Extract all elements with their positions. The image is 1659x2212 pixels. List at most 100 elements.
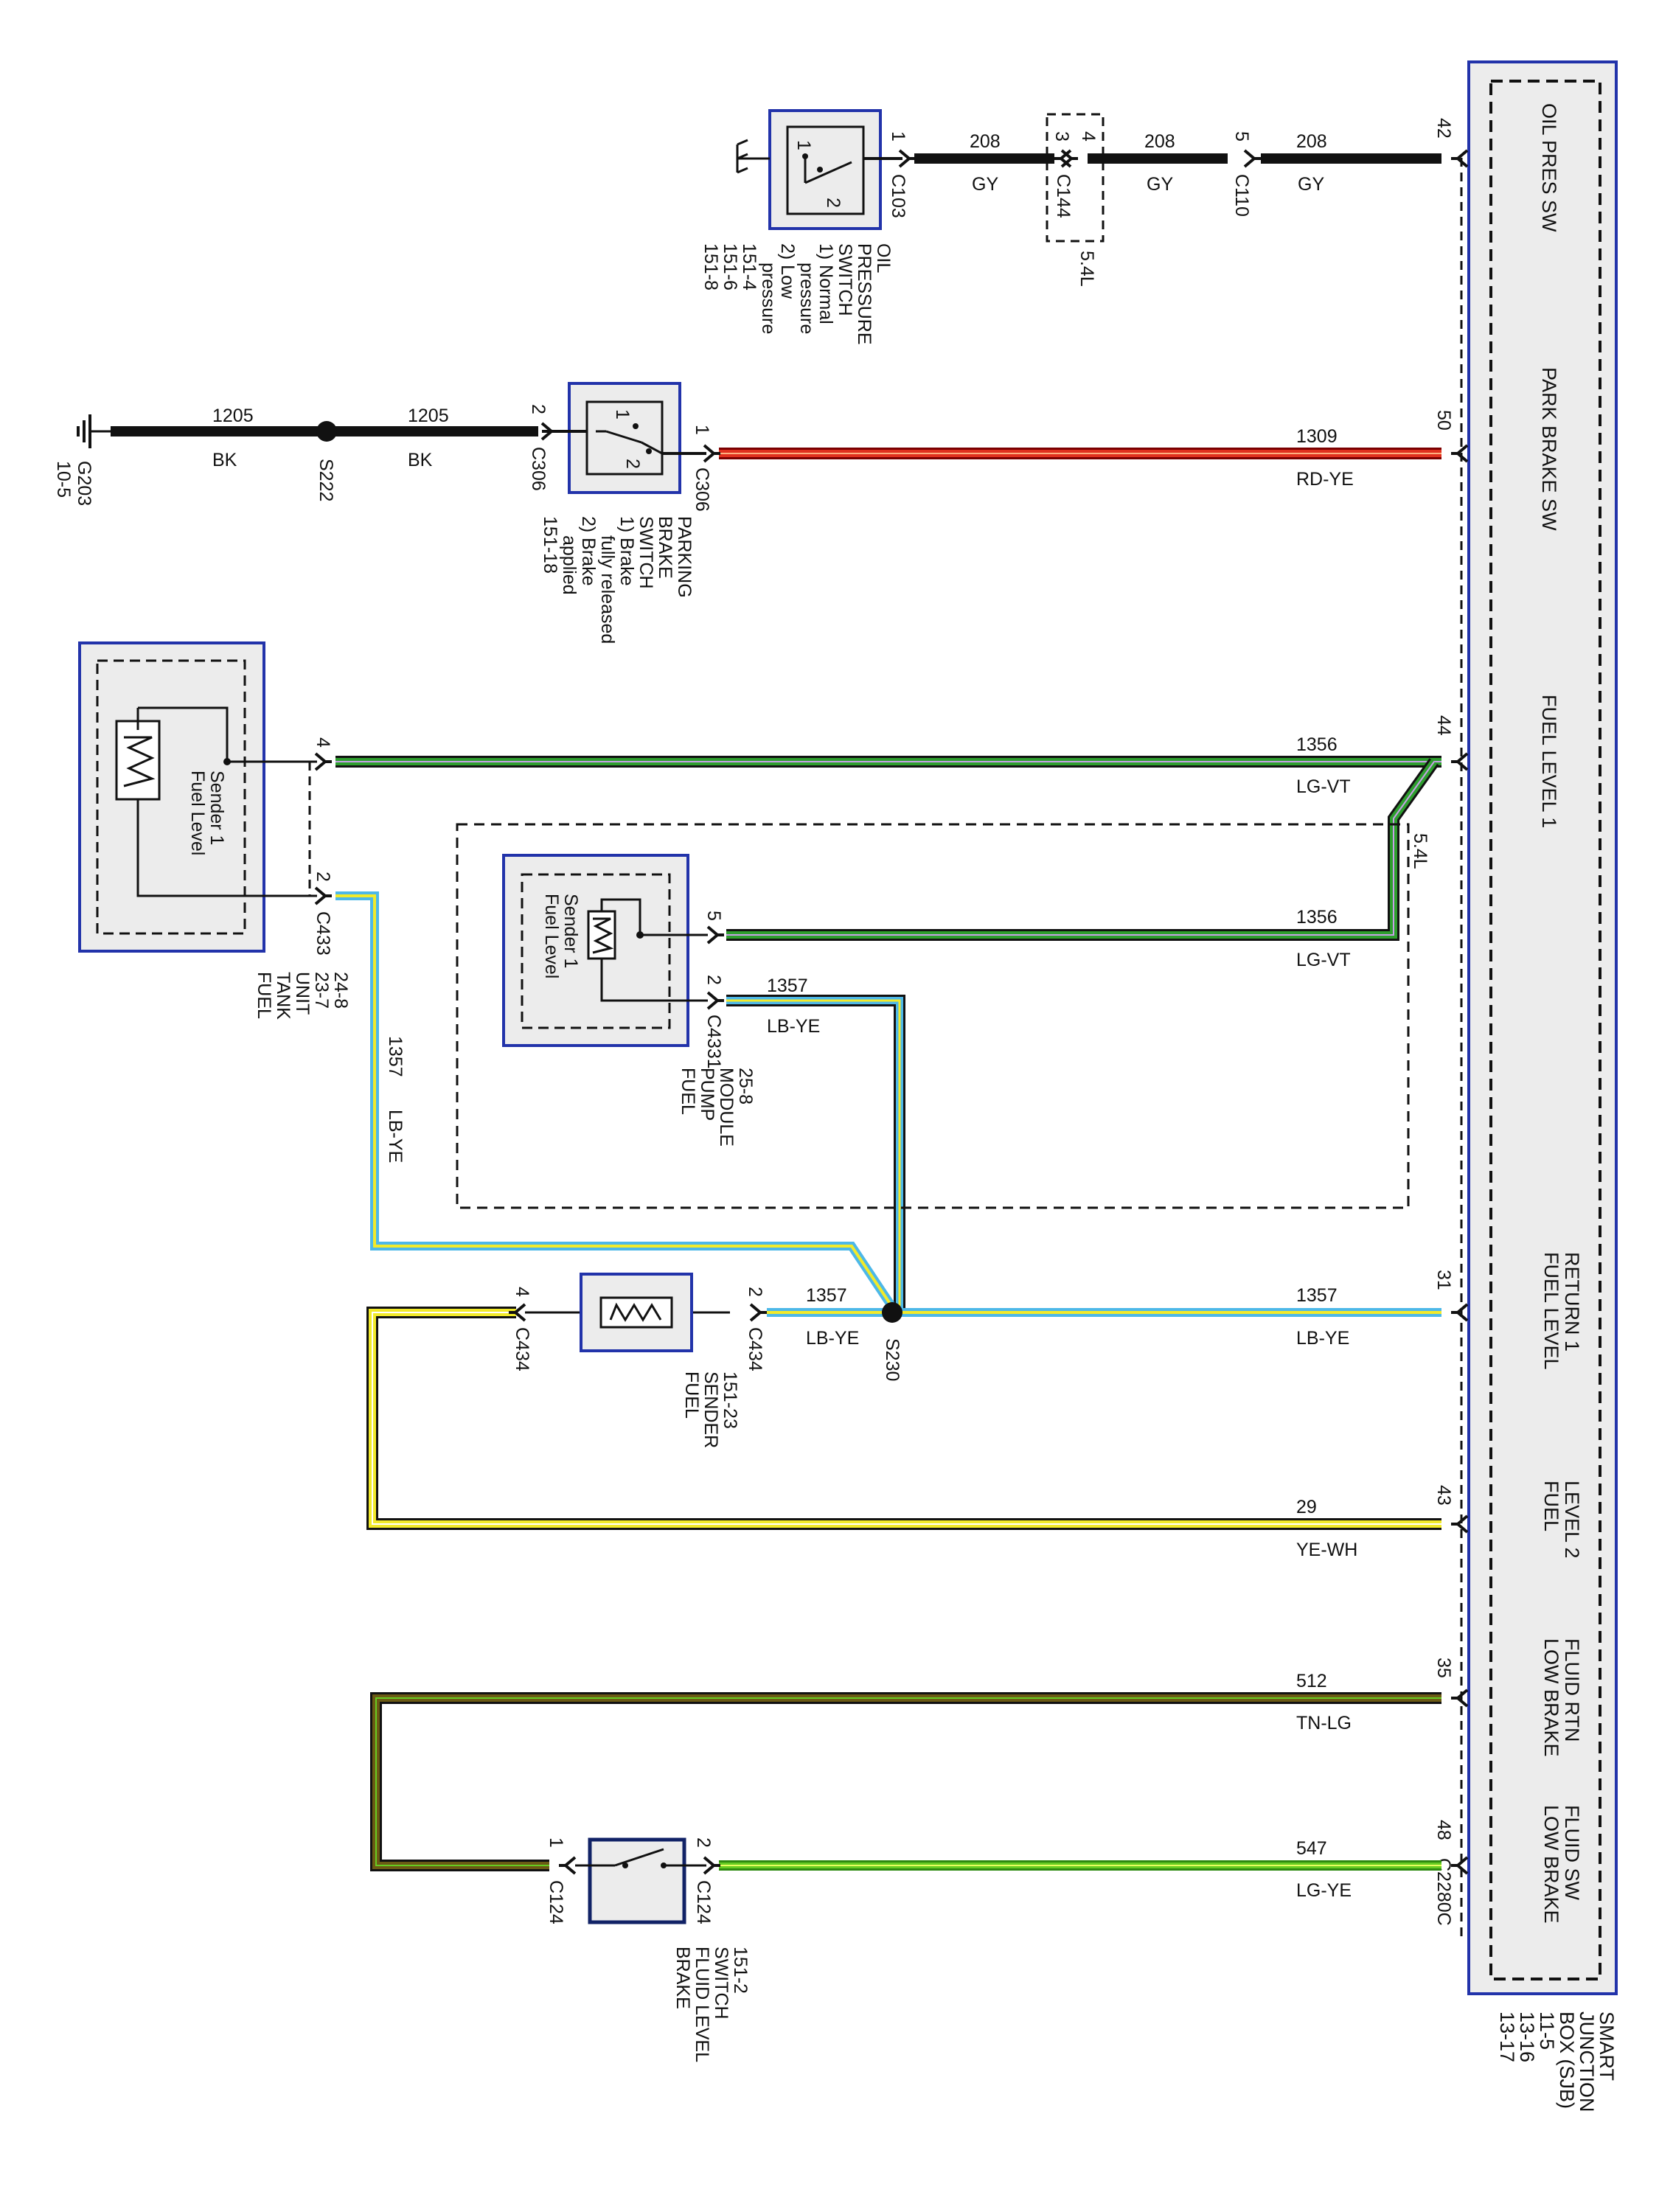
s222-label: S222 xyxy=(316,459,336,501)
c433-2-pin: 2 xyxy=(313,872,333,882)
smart-junction-box: SMARTJUNCTIONBOX (SJB)11-513-1613-17 OIL… xyxy=(1433,60,1618,2112)
c110-name: C110 xyxy=(1231,174,1252,217)
wire-circuit: 29 xyxy=(1296,1497,1317,1517)
park-brake-circuit: 1309 RD-YE 1205 BK 1205 BK S222 G20310-5 xyxy=(53,382,1469,644)
sjb-func-brksw: LOW BRAKEFLUID SW xyxy=(1540,1805,1583,1924)
wire-circuit: 1357 xyxy=(767,975,808,996)
fuel-level-2-circuit: 29 YE-WH 2 C434 4 C434 FUELSENDER151-23 xyxy=(366,1273,1469,1560)
fuel-tank-unit: Fuel LevelSender 1 xyxy=(78,641,317,953)
c144-pin-a: 3 xyxy=(1051,131,1072,142)
wire-color: GY xyxy=(972,174,998,195)
fuel-sender-label: FUELSENDER151-23 xyxy=(681,1371,740,1448)
wire-color: LG-YE xyxy=(1296,1880,1352,1901)
wire-color: LB-YE xyxy=(767,1016,820,1037)
brake-fluid-circuit: 512 TN-LG 547 LG-YE 2 C124 1 C124 BRAKEF… xyxy=(370,1671,1469,2062)
c144-name: C144 xyxy=(1053,174,1074,218)
wire-circuit: 1356 xyxy=(1296,907,1338,928)
wire-circuit: 1356 xyxy=(1296,734,1338,755)
c144-connector xyxy=(1046,113,1105,243)
wire-color: BK xyxy=(212,450,237,470)
c306-sw-name: C306 xyxy=(692,467,712,512)
s222-splice xyxy=(316,421,337,442)
oil-switch-pin-b: 2 xyxy=(823,198,844,208)
wire-color: LB-YE xyxy=(1296,1328,1349,1349)
c144-note: 5.4L xyxy=(1077,251,1097,287)
c124-2-pin: 2 xyxy=(693,1837,714,1848)
ground-g203: G20310-5 xyxy=(53,414,111,506)
wire-circuit: 1357 xyxy=(806,1285,847,1306)
wire-circuit: 208 xyxy=(1144,131,1175,152)
sjb-func-brkrtn: LOW BRAKEFLUID RTN xyxy=(1540,1638,1583,1757)
wire-circuit: 208 xyxy=(1296,131,1327,152)
wire-color: LG-VT xyxy=(1296,950,1351,970)
wire-circuit: 547 xyxy=(1296,1838,1327,1859)
c306-gnd-name: C306 xyxy=(528,447,549,491)
c4331-5-pin: 5 xyxy=(703,911,724,921)
parking-brake-switch: 1 2 xyxy=(542,382,706,494)
c433-name: C433 xyxy=(313,911,333,956)
c103-name: C103 xyxy=(888,174,908,218)
oil-switch-label: OILPRESSURESWITCH1) Normalpressure2) Low… xyxy=(700,243,894,345)
park-switch-pin-a: 1 xyxy=(612,409,633,420)
fuel-level-circuit: S230 1356 LG-VT 1356 LG-VT 1357 LB-YE 13… xyxy=(78,641,1469,1381)
c124-1-name: C124 xyxy=(546,1880,566,1924)
wire-circuit: 1357 xyxy=(385,1036,406,1077)
pump-module-note: 5.4L xyxy=(1410,833,1430,869)
c124-2-name: C124 xyxy=(693,1880,714,1924)
wire-circuit: 1205 xyxy=(212,406,254,426)
c306-sw-pin: 1 xyxy=(692,425,712,435)
tank-sender-label: Fuel LevelSender 1 xyxy=(187,771,227,855)
pump-sender-label: Fuel LevelSender 1 xyxy=(541,894,581,978)
sjb-pin-oil: 42 xyxy=(1433,118,1454,139)
sjb-func-ret1: FUEL LEVELRETURN 1 xyxy=(1540,1252,1583,1370)
c124-1-pin: 1 xyxy=(546,1837,566,1848)
c434-2-pin: 2 xyxy=(745,1287,765,1297)
park-switch-label: PARKINGBRAKESWITCH1) Brakefully released… xyxy=(540,516,695,644)
c434-2-name: C434 xyxy=(745,1327,765,1371)
park-switch-pin-b: 2 xyxy=(622,459,643,469)
wire-color: GY xyxy=(1147,174,1173,195)
sjb-func-park: PARK BRAKE SW xyxy=(1538,367,1560,531)
wire-color: GY xyxy=(1298,174,1324,195)
s230-label: S230 xyxy=(882,1338,902,1381)
g203-name: G20310-5 xyxy=(53,461,94,506)
wire-circuit: 512 xyxy=(1296,1671,1327,1691)
wire-color: TN-LG xyxy=(1296,1713,1352,1733)
c4331-name: C4331 xyxy=(703,1015,724,1069)
sjb-pin-brkrtn: 35 xyxy=(1433,1658,1454,1678)
brake-fluid-switch-label: BRAKEFLUID LEVELSWITCH151-2 xyxy=(672,1947,751,2062)
sjb-pin-ret1: 31 xyxy=(1433,1270,1454,1290)
sjb-pin-fuel2: 43 xyxy=(1433,1485,1454,1506)
c110-pin: 5 xyxy=(1231,131,1252,142)
sjb-title: SMARTJUNCTIONBOX (SJB)11-513-1613-17 xyxy=(1496,2011,1618,2112)
sjb-pin-fuel1: 44 xyxy=(1433,715,1454,736)
oil-pressure-circuit: 208 GY 208 GY 208 GY 1 C103 3 4 C144 5.4… xyxy=(700,109,1469,345)
engine-5-4l-boundary xyxy=(456,823,1410,1209)
wire-color: LB-YE xyxy=(806,1328,859,1349)
wire-color: BK xyxy=(408,450,433,470)
fuel-pump-module: Fuel LevelSender 1 xyxy=(502,854,708,1047)
wire-circuit: 1357 xyxy=(1296,1285,1338,1306)
oil-switch-pin-a: 1 xyxy=(793,140,814,150)
c4331-2-pin: 2 xyxy=(703,975,724,985)
c306-gnd-pin: 2 xyxy=(528,404,549,414)
s230-splice xyxy=(882,1302,902,1323)
fuel-sender xyxy=(580,1273,693,1352)
c434-4-pin: 4 xyxy=(512,1287,532,1297)
wire-color: LG-VT xyxy=(1296,776,1351,797)
oil-pressure-switch: 1 2 xyxy=(736,109,902,230)
wire-circuit: 1205 xyxy=(408,406,449,426)
c144-pin-b: 4 xyxy=(1078,131,1099,142)
wire-color: RD-YE xyxy=(1296,469,1354,490)
sjb-func-oil: OIL PRES SW xyxy=(1538,103,1560,232)
wire-color: YE-WH xyxy=(1296,1540,1357,1560)
c103-pin: 1 xyxy=(888,131,908,142)
sjb-pin-park: 50 xyxy=(1433,410,1454,431)
wire-color: LB-YE xyxy=(385,1110,406,1163)
fuel-pump-module-label: FUELPUMPMODULE25-8 xyxy=(678,1068,756,1147)
sjb-func-fuel1: FUEL LEVEL 1 xyxy=(1538,695,1560,828)
wire-circuit: 208 xyxy=(970,131,1001,152)
fuel-tank-unit-label: FUELTANKUNIT23-724-8 xyxy=(254,972,351,1020)
c434-4-name: C434 xyxy=(512,1327,532,1371)
